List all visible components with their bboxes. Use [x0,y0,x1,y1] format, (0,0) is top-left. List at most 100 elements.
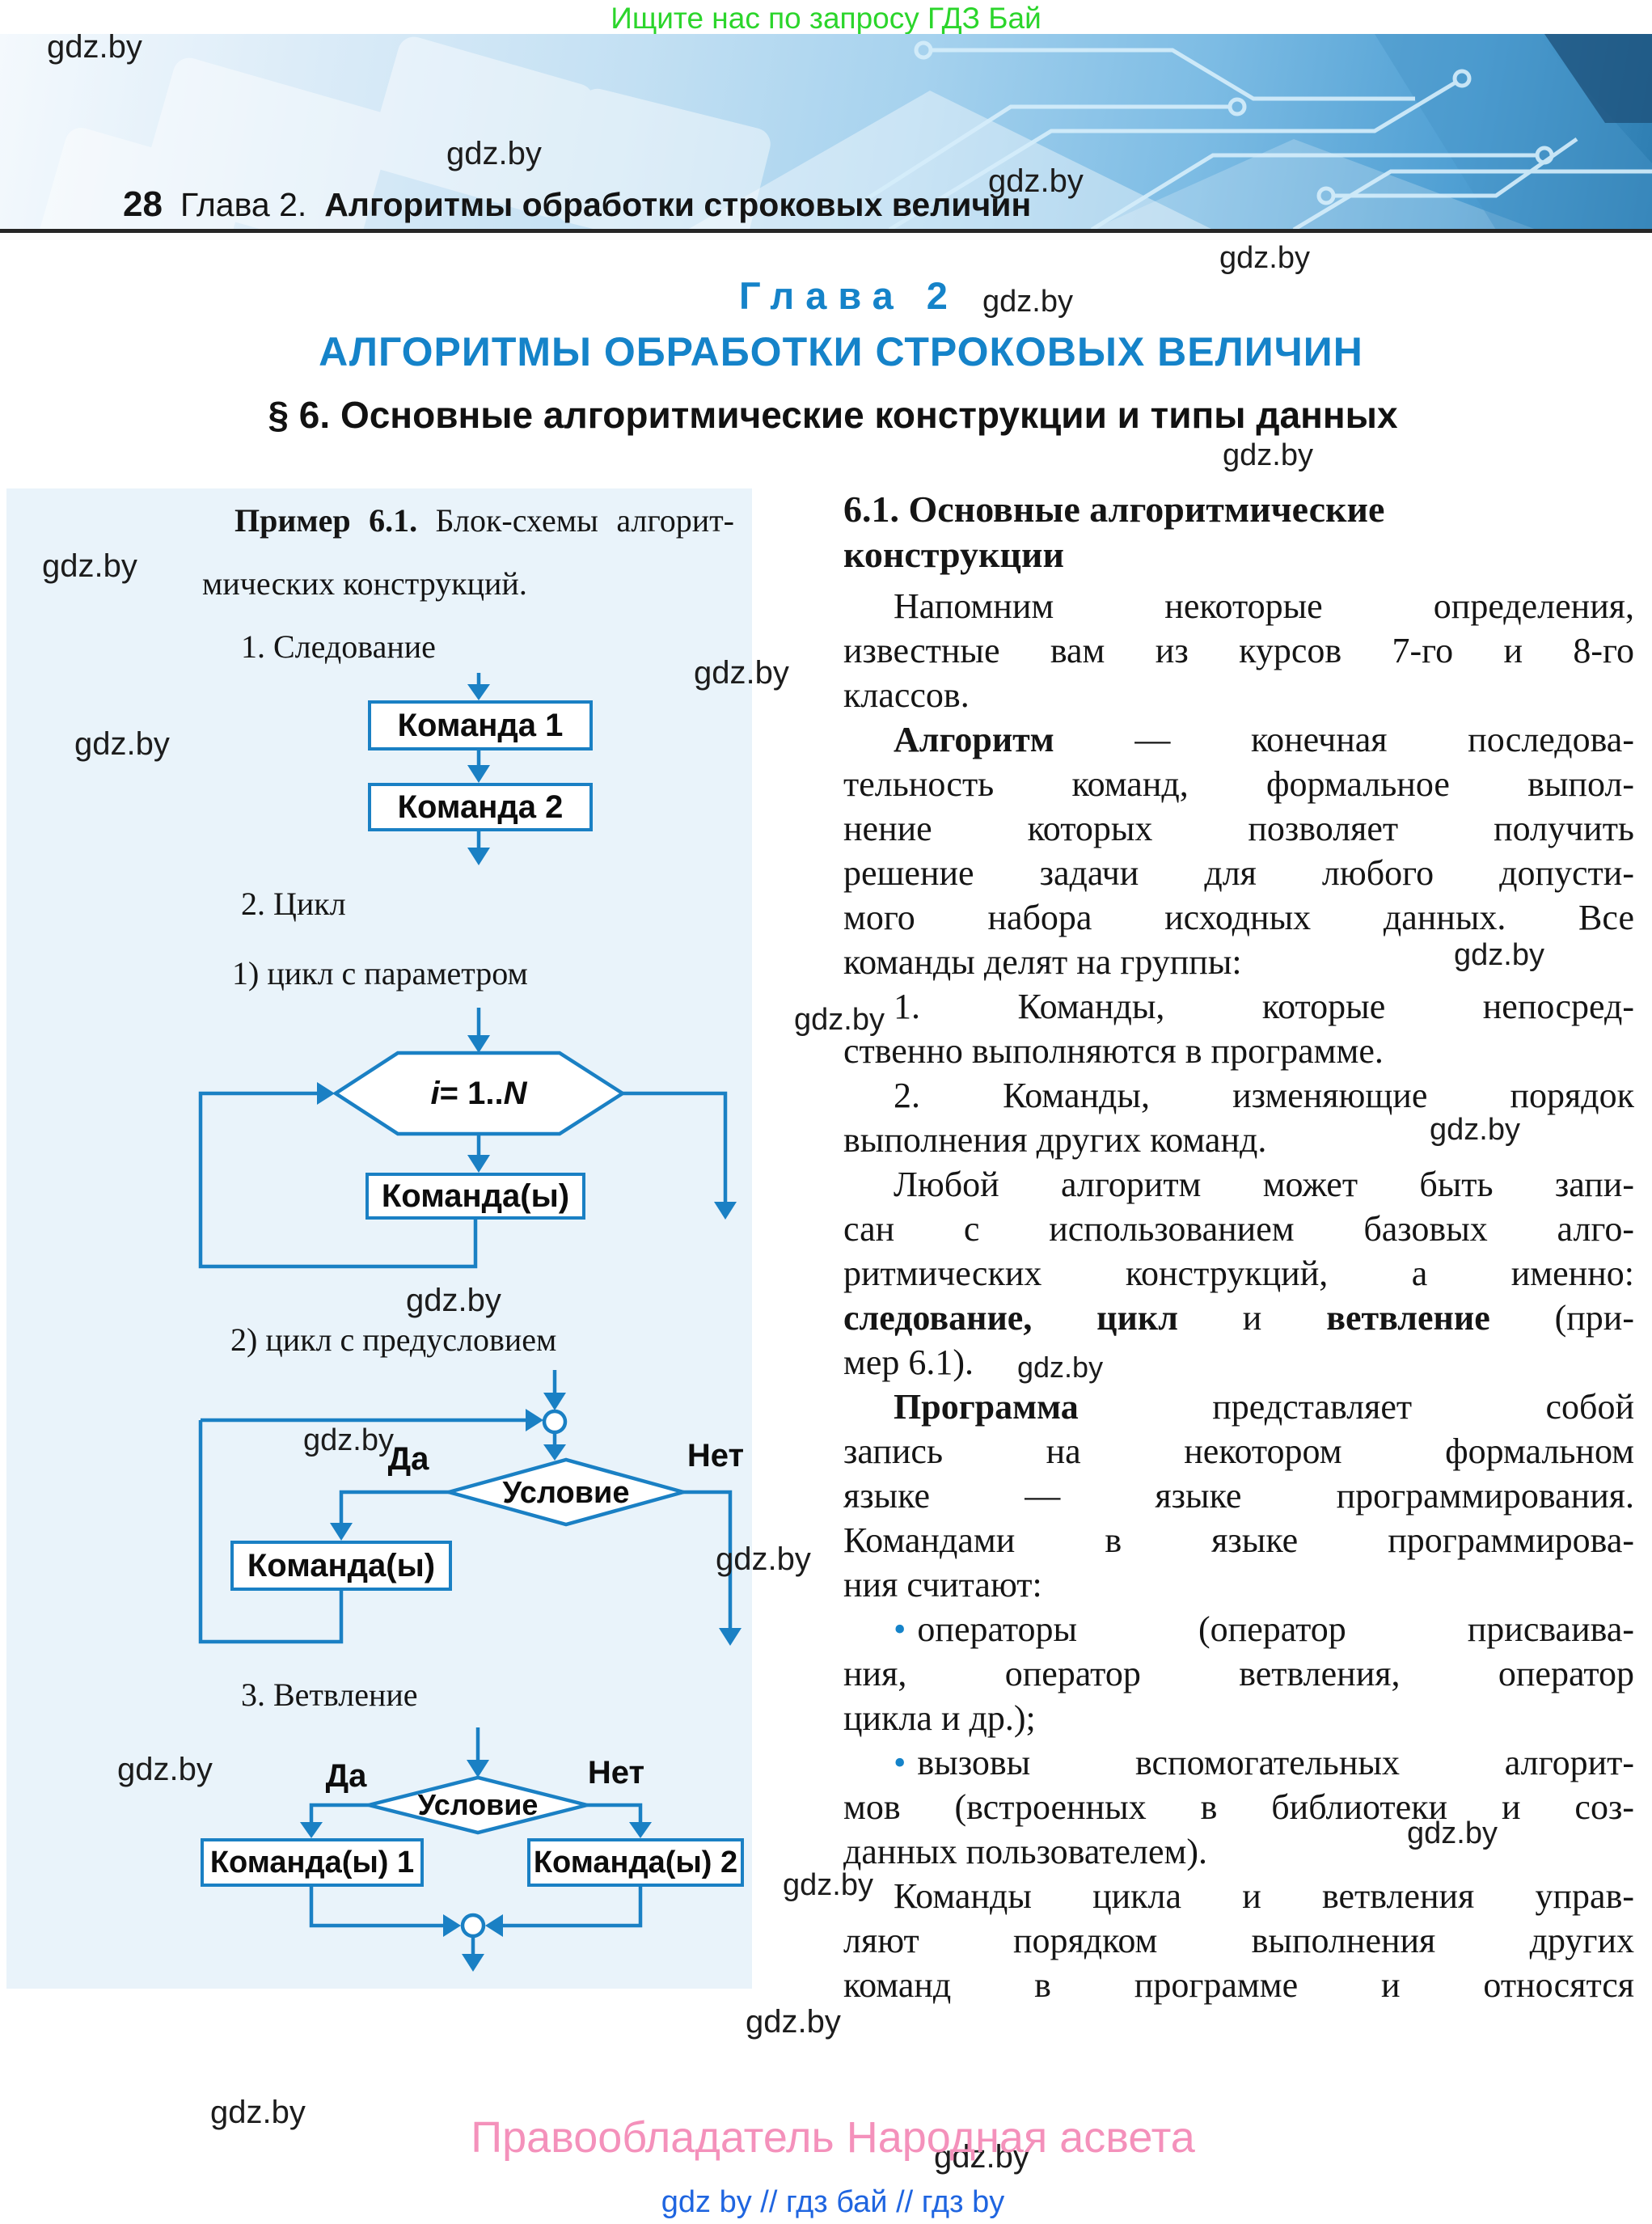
while-loop-box: Команда(ы) [230,1541,452,1591]
text-run: — конечная последова- [1054,720,1634,759]
gdzby-watermark: gdz.by [1407,1816,1498,1850]
gdzby-watermark: gdz.by [982,285,1073,319]
running-head: 28 Глава 2. Алгоритмы обработки строковы… [123,184,1031,225]
article-line: Команды цикла и ветвления управ- [843,1874,1634,1918]
article-line: ритмических конструкций, а именно: [843,1251,1634,1296]
article-line: выполнения других команд. [843,1118,1634,1162]
branch-condition-label: Условие [417,1788,539,1821]
text-run: = 1.. [439,1075,504,1111]
text-run: ритмических конструкций, а именно: [843,1254,1634,1293]
gdzby-watermark: gdz.by [47,29,142,65]
gdzby-watermark: gdz.by [1223,438,1313,472]
for-loop-condition-label: i = 1..N [368,1073,589,1114]
gdzby-watermark: gdz.by [446,136,542,171]
article-line: сан с использованием базовых алго- [843,1207,1634,1251]
chapter-name: АЛГОРИТМЫ ОБРАБОТКИ СТРОКОВЫХ ВЕЛИЧИН [319,329,1363,374]
text-run: мов (встроенных в библиотеки и соз- [843,1787,1634,1827]
article-line: нение которых позволяет получить [843,806,1634,851]
gdzby-watermark: gdz.by [74,726,170,762]
text-run: сан с использованием базовых алго- [843,1209,1634,1249]
text-run: i [430,1075,440,1111]
gdzby-watermark: gdz.by [303,1423,394,1457]
text-run: вызовы вспомогательных алгорит- [917,1743,1634,1782]
gdzby-watermark: gdz.by [42,548,137,584]
chapter-running-title: Алгоритмы обработки строковых величин [324,186,1032,223]
text-run: Программа [894,1387,1079,1427]
text-run: цикла и др.); [843,1698,1036,1738]
text-run: команд в программе и относятся [843,1965,1634,2005]
text-run: ния, оператор ветвления, оператор [843,1654,1634,1693]
text-run: языке — языке программирования. [843,1476,1634,1516]
while-yes-label: Да [387,1440,429,1477]
text-run: мого набора исходных данных. Все [843,898,1634,937]
gdzby-watermark: gdz.by [988,163,1084,199]
item-loop-label: 2. Цикл [241,886,346,922]
article-line: •операторы (оператор присваива- [843,1607,1634,1651]
item-loop-param-label: 1) цикл с параметром [232,955,528,991]
text-run: 6.1. Основные алгоритмические [843,488,1385,530]
article-line: Алгоритм — конечная последова- [843,717,1634,762]
gdzby-watermark: gdz.by [746,2004,841,2040]
text-run: нение которых позволяет получить [843,809,1634,848]
text-run: 1. Команды, которые непосред- [894,987,1634,1026]
example-intro-line: мических конструкций. [202,552,734,615]
text-run: Напомним некоторые определения, [894,586,1634,626]
gdzby-watermark: gdz.by [783,1868,873,1902]
text-run: 2. Команды, изменяющие порядок [894,1076,1634,1115]
article-line: тельность команд, формальное выпол- [843,762,1634,806]
text-run: следование, цикл [843,1298,1178,1338]
gdzby-watermark: gdz.by [1430,1113,1520,1147]
text-run: ния считают: [843,1565,1042,1605]
gdzby-watermark: gdz.by [406,1283,501,1318]
light-wedge-2 [1092,139,1536,230]
gdzby-watermark: gdz.by [117,1752,213,1787]
light-wedge [687,91,1213,230]
text-run: мер 6.1). [843,1342,974,1382]
gdzby-watermark: gdz.by [1017,1351,1104,1384]
article-line: Любой алгоритм может быть запи- [843,1162,1634,1207]
article-line: ния, оператор ветвления, оператор [843,1651,1634,1696]
text-run: ственно выполняются в программе. [843,1031,1384,1071]
text-run: классов. [843,675,970,715]
article-line: данных пользователем). [843,1829,1634,1874]
text-run: Командами в языке программирова- [843,1520,1634,1560]
text-run: запись на некотором формальном [843,1431,1634,1471]
article-line: следование, цикл и ветвление (при- [843,1296,1634,1340]
text-run: конструкции [843,534,1064,575]
gdzby-watermark: gdz.by [794,1003,885,1037]
text-run: ляют порядком выполнения других [843,1921,1634,1960]
blue-band [1375,34,1652,230]
section-heading: § 6. Основные алгоритмические конструкци… [268,394,1398,436]
article-line: мов (встроенных в библиотеки и соз- [843,1785,1634,1829]
article-line: ния считают: [843,1562,1634,1607]
gdzby-watermark: gdz.by [210,2095,306,2130]
branch-no-label: Нет [587,1754,645,1791]
article-line: мого набора исходных данных. Все [843,895,1634,940]
example-intro: Пример 6.1. Блок-схемы алгорит-мических … [202,489,734,615]
text-run: (при- [1489,1298,1634,1338]
text-run: и [1177,1298,1327,1338]
example-intro-line: Пример 6.1. Блок-схемы алгорит- [202,489,734,552]
article-line: •вызовы вспомогательных алгорит- [843,1740,1634,1785]
bullet-icon: • [894,1609,906,1649]
article-line: ляют порядком выполнения других [843,1918,1634,1963]
search-notice: Ищите нас по запросу ГДЗ Бай [611,2,1041,35]
text-run: Команды цикла и ветвления управ- [894,1876,1634,1916]
article-line: решение задачи для любого допусти- [843,851,1634,895]
for-loop-box: Команда(ы) [365,1173,585,1220]
sequence-box-1: Команда 1 [368,700,593,750]
text-run: Блок-схемы алгорит- [417,502,735,539]
article-line: классов. [843,673,1634,717]
sequence-box-2: Команда 2 [368,783,593,831]
chapter-label: Глава 2. [180,186,307,223]
article-line: Напомним некоторые определения, [843,584,1634,628]
item-sequence-label: 1. Следование [241,628,436,665]
article-line: ственно выполняются в программе. [843,1029,1634,1073]
navy-corner [1544,34,1652,123]
text-run: выполнения других команд. [843,1120,1267,1160]
gdzby-watermark: gdz.by [1219,241,1310,275]
article-line: 1. Команды, которые непосред- [843,984,1634,1029]
text-run: тельность команд, формальное выпол- [843,764,1634,804]
article-line: языке — языке программирования. [843,1474,1634,1518]
page-number: 28 [123,184,163,224]
